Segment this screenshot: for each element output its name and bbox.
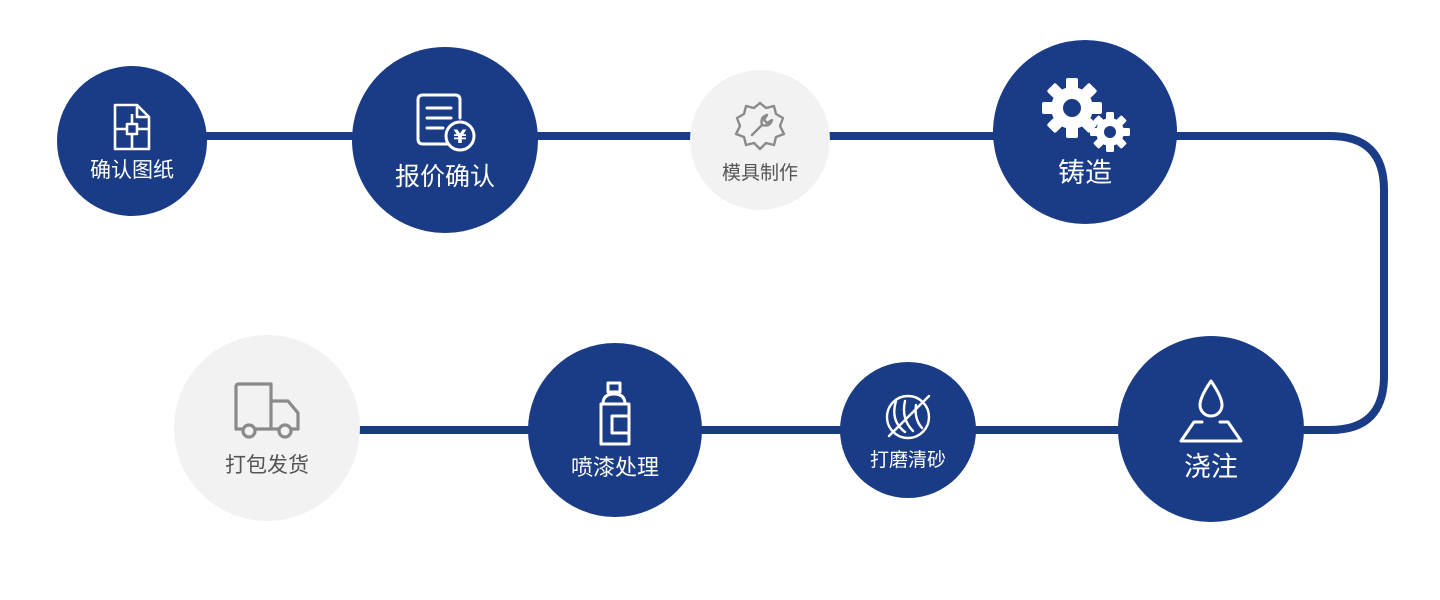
step-label: 确认图纸 <box>90 157 174 182</box>
wrench-gear-icon <box>734 101 786 150</box>
spray-can-icon <box>599 381 631 446</box>
step-label: 浇注 <box>1184 451 1238 483</box>
step-label: 喷漆处理 <box>570 456 659 481</box>
step-mold-making: 模具制作 <box>690 70 830 210</box>
step-confirm-quote: ¥ 报价确认 <box>352 47 538 233</box>
step-casting: 铸造 <box>993 40 1177 224</box>
gears-icon <box>1042 77 1130 152</box>
step-label: 模具制作 <box>721 161 798 184</box>
step-grinding: 打磨清砂 <box>840 362 976 498</box>
step-confirm-drawing: 确认图纸 <box>57 66 207 216</box>
document-plan-icon <box>113 103 151 150</box>
step-label: 报价确认 <box>394 161 495 191</box>
step-shipping: 打包发货 <box>174 335 360 521</box>
step-pouring: 浇注 <box>1118 336 1304 522</box>
sphere-icon <box>885 394 931 439</box>
step-label: 打包发货 <box>225 452 309 477</box>
step-label: 铸造 <box>1058 157 1112 189</box>
step-label: 打磨清砂 <box>869 448 946 471</box>
step-painting: 喷漆处理 <box>528 343 702 517</box>
price-list-icon: ¥ <box>416 93 476 151</box>
water-drop-icon <box>1179 379 1243 442</box>
truck-icon <box>234 381 300 439</box>
svg-text:¥: ¥ <box>453 126 466 148</box>
